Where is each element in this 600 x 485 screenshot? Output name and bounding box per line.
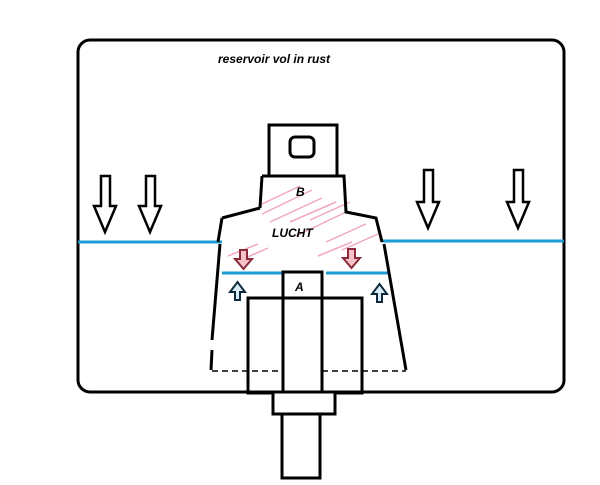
- up-arrow-icon: [370, 282, 389, 303]
- outlet-flange: [271, 390, 337, 416]
- down-arrow-icon: [415, 168, 441, 232]
- inner-pipe-body: [281, 296, 324, 395]
- down-arrow-icon: [232, 249, 255, 271]
- bell-wall-right: [382, 243, 408, 371]
- bell-handle-slot: [288, 135, 316, 159]
- label-a: A: [294, 280, 304, 294]
- pressure-arrows-right: [415, 168, 531, 232]
- label-b: B: [296, 185, 305, 199]
- water-pressure-arrows: [228, 280, 389, 303]
- down-arrow-icon: [505, 168, 531, 232]
- bell-wall-left-lower: [209, 349, 214, 371]
- reservoir-title: reservoir vol in rust: [218, 52, 331, 66]
- label-air: LUCHT: [272, 226, 314, 240]
- bell-wall-left: [210, 243, 222, 341]
- outlet-pipe: [280, 412, 322, 480]
- down-arrow-icon: [92, 174, 118, 236]
- air-pressure-arrows: [232, 248, 363, 271]
- down-arrow-icon: [340, 248, 363, 270]
- up-arrow-icon: [228, 280, 247, 301]
- bell-handle: [267, 123, 339, 178]
- pressure-arrows-left: [92, 174, 163, 236]
- down-arrow-icon: [137, 174, 163, 236]
